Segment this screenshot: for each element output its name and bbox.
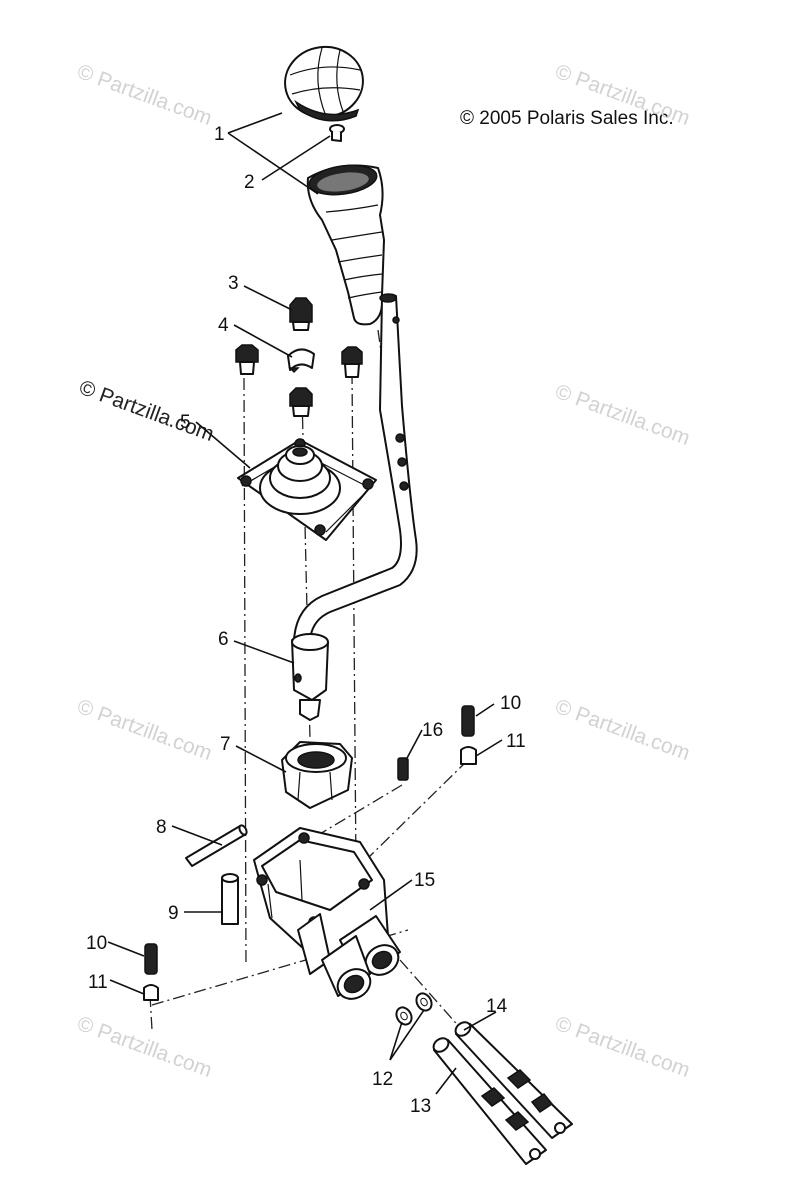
callout-13: 13 bbox=[410, 1096, 431, 1117]
leader-lines bbox=[107, 112, 503, 1095]
spring bbox=[397, 757, 409, 781]
callout-3: 3 bbox=[228, 273, 239, 294]
callout-14: 14 bbox=[486, 996, 508, 1017]
callout-9: 9 bbox=[168, 903, 179, 924]
copyright-notice: © 2005 Polaris Sales Inc. bbox=[460, 108, 674, 129]
callout-16: 16 bbox=[422, 720, 443, 741]
boot-plate bbox=[237, 438, 377, 541]
callout-10: 10 bbox=[86, 933, 107, 954]
callout-5: 5 bbox=[180, 412, 191, 433]
washer bbox=[415, 992, 433, 1012]
callout-2: 2 bbox=[244, 172, 255, 193]
shift-rod bbox=[454, 1021, 573, 1139]
callout-8: 8 bbox=[156, 817, 167, 838]
nut bbox=[289, 297, 313, 331]
bolt bbox=[341, 346, 363, 378]
callout-11: 11 bbox=[506, 731, 526, 752]
screw bbox=[329, 124, 345, 142]
bushing bbox=[287, 348, 315, 374]
callout-11: 11 bbox=[88, 972, 108, 993]
callout-4: 4 bbox=[218, 315, 229, 336]
callout-1: 1 bbox=[214, 124, 225, 145]
plunger bbox=[460, 746, 477, 765]
callout-15: 15 bbox=[414, 870, 435, 891]
bolt bbox=[235, 344, 259, 375]
callout-10: 10 bbox=[500, 693, 521, 714]
pin bbox=[185, 824, 248, 867]
callouts: 1 2 3 4 5 6 7 8 9 10 11 10 11 16 15 12 1… bbox=[86, 124, 526, 1117]
spring bbox=[144, 943, 158, 975]
bolt bbox=[289, 387, 313, 417]
plunger bbox=[143, 984, 159, 1001]
shift-rod bbox=[432, 1037, 547, 1165]
shift-lever bbox=[293, 293, 418, 641]
callout-7: 7 bbox=[220, 734, 231, 755]
dowel bbox=[221, 873, 239, 925]
washer bbox=[395, 1006, 413, 1026]
spring bbox=[461, 705, 475, 737]
shifter-housing bbox=[253, 827, 401, 1000]
lever-end bbox=[291, 633, 329, 721]
callout-6: 6 bbox=[218, 629, 229, 650]
shift-boot bbox=[306, 164, 385, 326]
ball-socket bbox=[281, 741, 353, 809]
callout-12: 12 bbox=[372, 1069, 393, 1090]
shift-knob bbox=[284, 45, 364, 122]
